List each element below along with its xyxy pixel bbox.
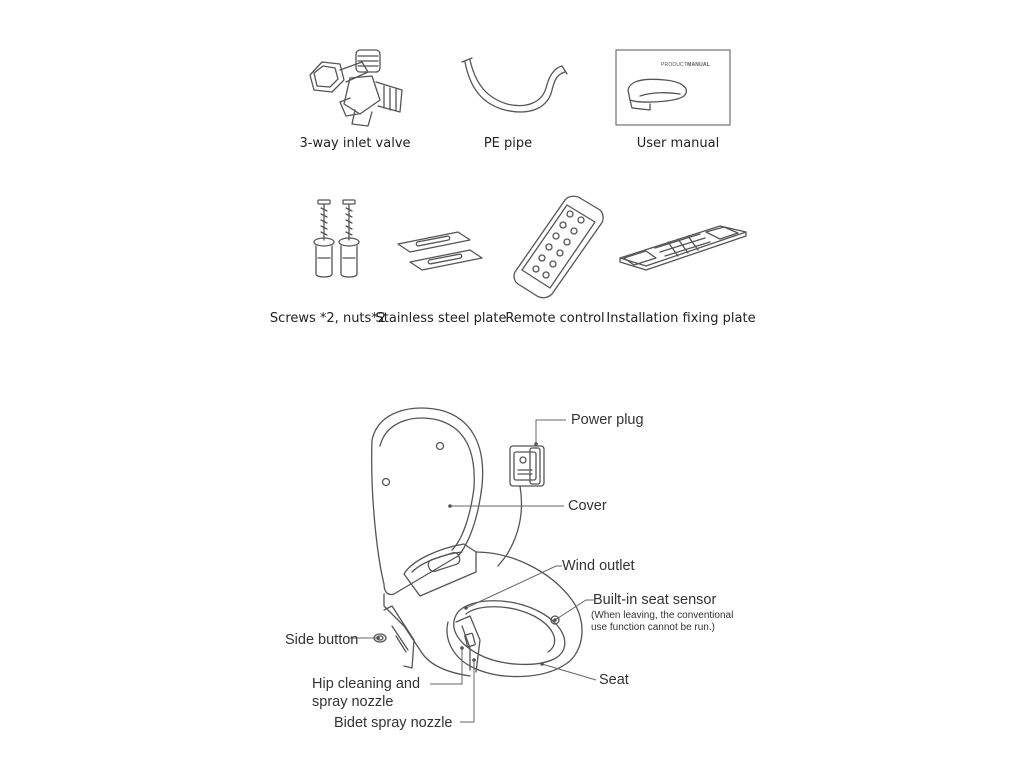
steel-plate-illustration <box>397 231 483 271</box>
toilet-seat-illustration <box>371 407 583 678</box>
seat-sensor-note-line-1: (When leaving, the conventional <box>591 610 734 621</box>
caption-remote-control: Remote control <box>505 311 605 326</box>
caption-steel-plate: Stainless steel plate <box>375 311 507 326</box>
inlet-valve-illustration <box>309 49 403 127</box>
caption-pe-pipe: PE pipe <box>483 136 533 151</box>
label-hip-nozzle: Hip cleaning and spray nozzle <box>312 675 420 711</box>
svg-text:PRODUCTMANUAL: PRODUCTMANUAL <box>661 62 710 68</box>
label-power-plug: Power plug <box>571 412 644 428</box>
callout-leader-lines <box>348 419 597 723</box>
caption-screws: Screws *2, nuts*2 <box>269 311 387 326</box>
label-wind-outlet: Wind outlet <box>562 558 635 574</box>
label-hip-nozzle-line-1: Hip cleaning and <box>312 676 421 692</box>
label-cover: Cover <box>568 498 607 514</box>
label-bidet-nozzle: Bidet spray nozzle <box>334 715 453 731</box>
caption-fixing-plate: Installation fixing plate <box>606 311 756 326</box>
fixing-plate-illustration <box>619 225 747 271</box>
remote-control-illustration <box>513 195 604 299</box>
seat-sensor-note: (When leaving, the conventional use func… <box>591 610 766 634</box>
caption-inlet-valve: 3-way inlet valve <box>299 136 411 151</box>
seat-sensor-note-line-2: use function cannot be run.) <box>591 622 715 633</box>
label-side-button: Side button <box>285 632 359 648</box>
pe-pipe-illustration <box>461 57 568 113</box>
label-seat-sensor: Built-in seat sensor <box>593 592 717 608</box>
user-manual-illustration: PRODUCTMANUAL <box>615 49 731 126</box>
label-seat: Seat <box>599 672 629 688</box>
label-hip-nozzle-line-2: spray nozzle <box>312 694 394 710</box>
caption-user-manual: User manual <box>636 136 720 151</box>
screws-illustration <box>313 199 360 278</box>
